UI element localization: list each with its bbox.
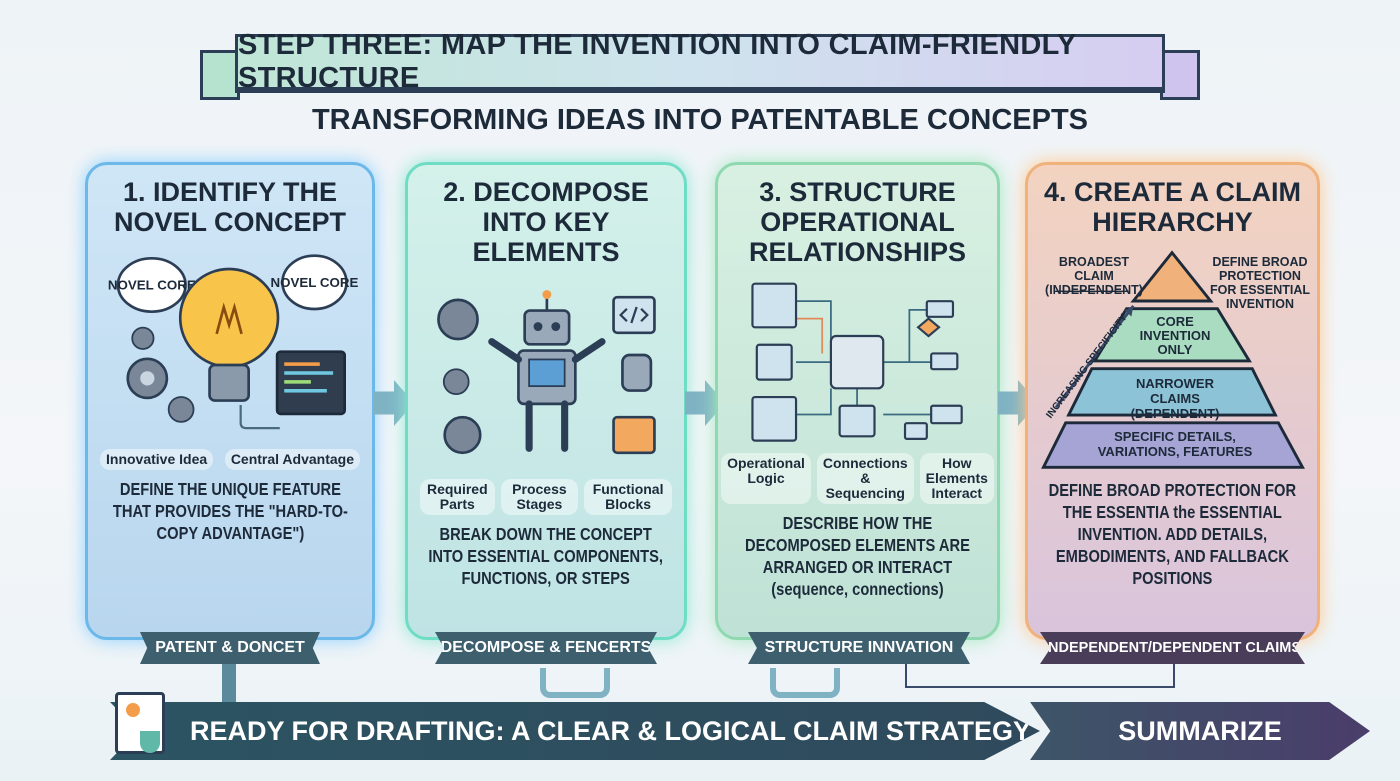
connector-arrow <box>239 405 280 430</box>
step-description: DEFINE THE UNIQUE FEATURE THAT PROVIDES … <box>112 479 348 543</box>
step-title: 3. STRUCTURE OPERATIONAL RELATIONSHIPS <box>748 177 966 267</box>
code-window-icon <box>275 350 346 416</box>
tier-label-core: CORE INVENTION ONLY <box>1139 314 1211 357</box>
step-4-ribbon: INDEPENDENT/DEPENDENT CLAIMS <box>1040 632 1305 664</box>
chip-functional-blocks: Functional Blocks <box>584 479 672 515</box>
chip-how-elements-interact: How Elements Interact <box>919 453 994 504</box>
footer-main-text: READY FOR DRAFTING: A CLEAR & LOGICAL CL… <box>190 715 1031 746</box>
lightbulb-icon <box>178 267 280 402</box>
connector-line <box>905 664 1175 688</box>
tier-label-narrower: NARROWER CLAIMS (DEPENDENT) <box>1130 376 1220 421</box>
step-1-ribbon: PATENT & DONCET <box>140 632 320 664</box>
step-3-ribbon: STRUCTURE INNVATION <box>748 632 970 664</box>
speech-bubble-left <box>116 257 187 313</box>
step-title: 2. DECOMPOSE INTO KEY ELEMENTS <box>443 177 649 267</box>
certificate-icon <box>115 692 165 754</box>
step-3-panel: 3. STRUCTURE OPERATIONAL RELATIONSHIPS O… <box>715 162 1000 640</box>
step-1-panel: 1. IDENTIFY THE NOVEL CONCEPT NOVEL CORE… <box>85 162 375 640</box>
lightbulb-illustration: NOVEL CORE NOVEL CORE <box>100 245 360 445</box>
banner-flag-left <box>200 50 240 100</box>
pyramid-tier-specific <box>1041 421 1305 469</box>
chip-connections-sequencing: Connections & Sequencing <box>816 453 914 504</box>
claim-pyramid: BROADEST CLAIM (INDEPENDENT) DEFINE BROA… <box>1040 243 1310 475</box>
page-title: STEP THREE: MAP THE INVENTION INTO CLAIM… <box>235 29 1165 94</box>
broadest-claim-label: BROADEST CLAIM (INDEPENDENT) <box>1045 255 1143 297</box>
step-title: 4. CREATE A CLAIM HIERARCHY <box>1043 177 1301 237</box>
module-block-icon <box>612 415 656 455</box>
robot-illustration <box>420 275 672 475</box>
connector-loop <box>770 668 840 698</box>
code-window-icon <box>612 295 656 335</box>
step-4-panel: 4. CREATE A CLAIM HIERARCHY BROADEST CLA… <box>1025 162 1320 640</box>
ready-for-drafting-banner: READY FOR DRAFTING: A CLEAR & LOGICAL CL… <box>110 702 1040 760</box>
broad-protection-note: DEFINE BROAD PROTECTION FOR ESSENTIAL IN… <box>1210 255 1311 311</box>
robot-icon <box>488 290 606 452</box>
chip-required-parts: Required Parts <box>420 479 495 515</box>
step-description: DEFINE BROAD PROTECTION FOR THE ESSENTIA… <box>1048 480 1297 588</box>
connector-loop <box>540 668 610 698</box>
summarize-label: SUMMARIZE <box>1118 715 1282 746</box>
summarize-button[interactable]: SUMMARIZE <box>1030 702 1370 760</box>
gear-icon <box>437 298 482 455</box>
step-description: BREAK DOWN THE CONCEPT INTO ESSENTIAL CO… <box>428 524 664 588</box>
speech-bubble-right <box>281 254 348 311</box>
step-description: DESCRIBE HOW THE DECOMPOSED ELEMENTS ARE… <box>745 513 970 599</box>
step-2-panel: 2. DECOMPOSE INTO KEY ELEMENTS Required … <box>405 162 687 640</box>
bubble-text: NOVEL CORE <box>270 275 358 290</box>
chip-process-stages: Process Stages <box>500 479 579 515</box>
step-title: 1. IDENTIFY THE NOVEL CONCEPT <box>113 177 347 237</box>
banner-flag-right <box>1160 50 1200 100</box>
pyramid-tier-narrower <box>1066 367 1278 417</box>
flow-box-icons <box>751 282 963 442</box>
database-icon <box>621 353 653 392</box>
gear-icon <box>126 326 195 423</box>
flow-connectors <box>796 300 936 416</box>
connector-down <box>222 664 236 709</box>
bubble-text: NOVEL CORE <box>108 277 196 292</box>
tier-label-specific: SPECIFIC DETAILS, VARIATIONS, FEATURES <box>1097 429 1253 459</box>
chip-operational-logic: Operational Logic <box>721 453 811 504</box>
pyramid-tier-broadest <box>1130 250 1214 303</box>
chip-central-advantage: Central Advantage <box>224 449 360 470</box>
flowchart-illustration <box>730 275 985 445</box>
page-subtitle: TRANSFORMING IDEAS INTO PATENTABLE CONCE… <box>311 104 1089 136</box>
shield-icon <box>140 731 160 753</box>
step-2-ribbon: DECOMPOSE & FENCERTS <box>435 632 657 664</box>
chip-innovative-idea: Innovative Idea <box>100 449 214 470</box>
specificity-arrow <box>1054 304 1135 409</box>
